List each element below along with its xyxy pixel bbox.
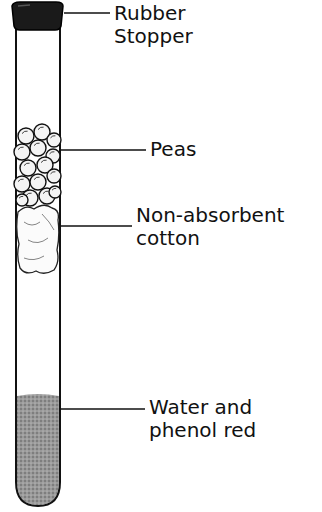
liquid <box>17 394 59 505</box>
test-tube <box>16 26 60 506</box>
part-label: Rubber Stopper <box>114 2 214 48</box>
leader-lines <box>61 13 146 409</box>
cotton-plug <box>17 205 59 273</box>
part-label: Non-absorbent cotton <box>136 204 311 250</box>
part-label: Water and phenol red <box>149 396 279 442</box>
peas <box>14 124 61 206</box>
rubber-stopper <box>12 2 63 30</box>
part-label: Peas <box>150 138 270 161</box>
